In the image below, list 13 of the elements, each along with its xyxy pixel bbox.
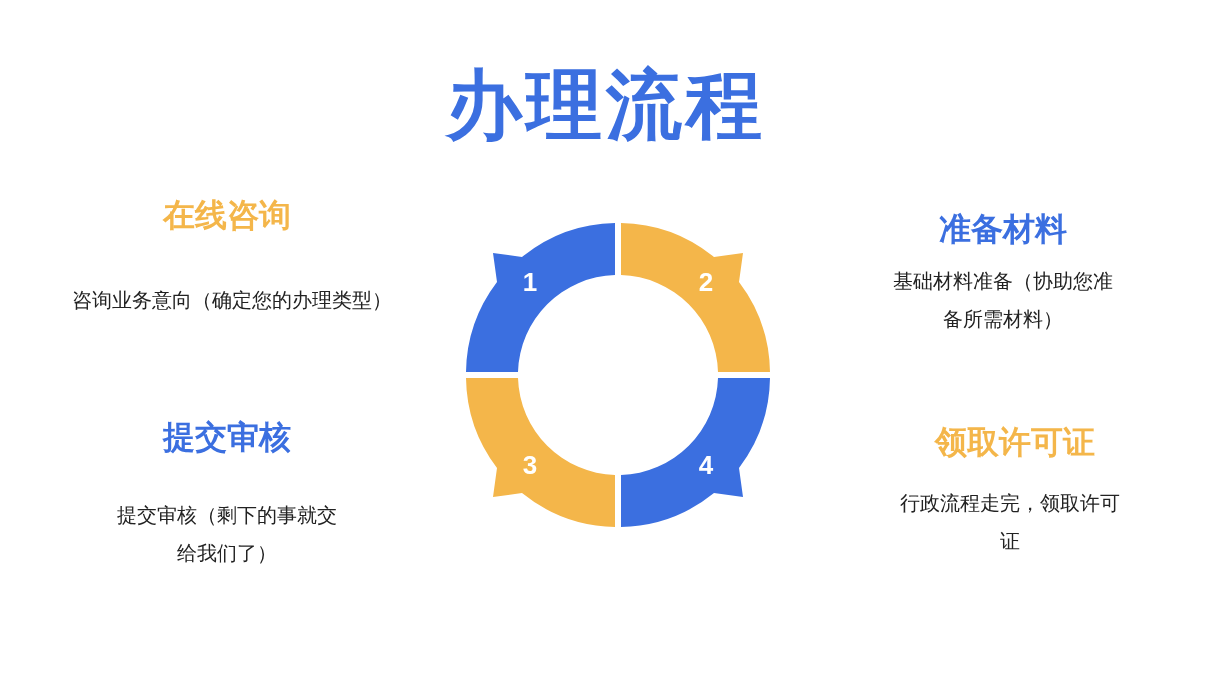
step-description: 基础材料准备（协助您准备所需材料） xyxy=(892,269,1114,332)
step-number: 2 xyxy=(698,269,714,295)
step-number: 3 xyxy=(522,452,538,478)
step-description: 咨询业务意向（确定您的办理类型） xyxy=(72,288,392,313)
step-heading: 准备材料 xyxy=(939,213,1067,245)
step-heading: 提交审核 xyxy=(163,421,291,453)
step-description: 提交审核（剩下的事就交给我们了） xyxy=(116,503,338,566)
step-number: 1 xyxy=(522,269,538,295)
step-heading: 领取许可证 xyxy=(935,426,1095,458)
title: 办理流程 xyxy=(446,67,766,143)
step-number: 4 xyxy=(698,452,714,478)
step-heading: 在线咨询 xyxy=(163,199,291,231)
step-description: 行政流程走完，领取许可证 xyxy=(899,491,1121,554)
